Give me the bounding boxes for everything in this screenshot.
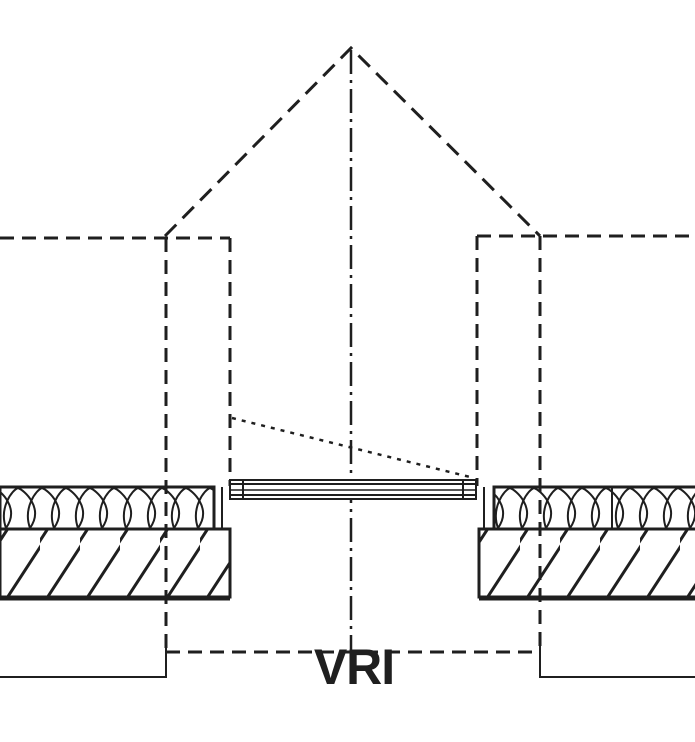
diagram-label: VRI — [313, 639, 395, 695]
right-concrete-slab — [477, 527, 695, 601]
left-insulation-layer — [0, 485, 223, 531]
sash-opening-indicator — [231, 416, 475, 480]
right-insulation-layer — [483, 485, 695, 531]
left-concrete-slab — [0, 527, 232, 601]
left-opening-frame — [0, 236, 232, 652]
right-opening-frame — [475, 234, 695, 652]
ceiling-reference-lines — [0, 640, 695, 678]
window-pane — [229, 479, 477, 500]
roof-outline — [163, 45, 542, 238]
